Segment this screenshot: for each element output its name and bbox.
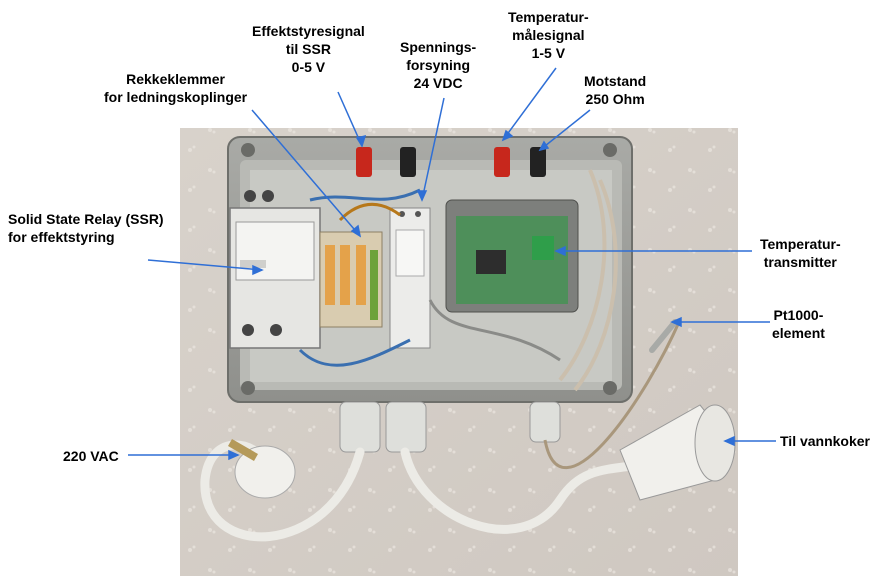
top-connectors	[356, 147, 546, 177]
label-ssr: Solid State Relay (SSR)for effektstyring	[8, 211, 164, 245]
pt1000-probe	[649, 319, 678, 353]
cable-glands	[339, 401, 561, 453]
wires	[298, 169, 618, 392]
terminal-blocks	[319, 231, 383, 328]
temperature-transmitter	[445, 199, 579, 313]
power-cables	[200, 440, 645, 542]
label-220vac: 220 VAC	[63, 448, 119, 464]
power-plug	[228, 439, 296, 499]
power-socket	[619, 404, 736, 501]
label-til-vannkoker: Til vannkoker	[780, 433, 871, 449]
power-supply	[389, 207, 431, 349]
label-temperaturtransmitter: Temperatur-transmitter	[760, 236, 841, 270]
label-pt1000: Pt1000-element	[772, 307, 825, 341]
solid-state-relay	[229, 190, 321, 349]
annotation-arrows	[128, 67, 776, 461]
